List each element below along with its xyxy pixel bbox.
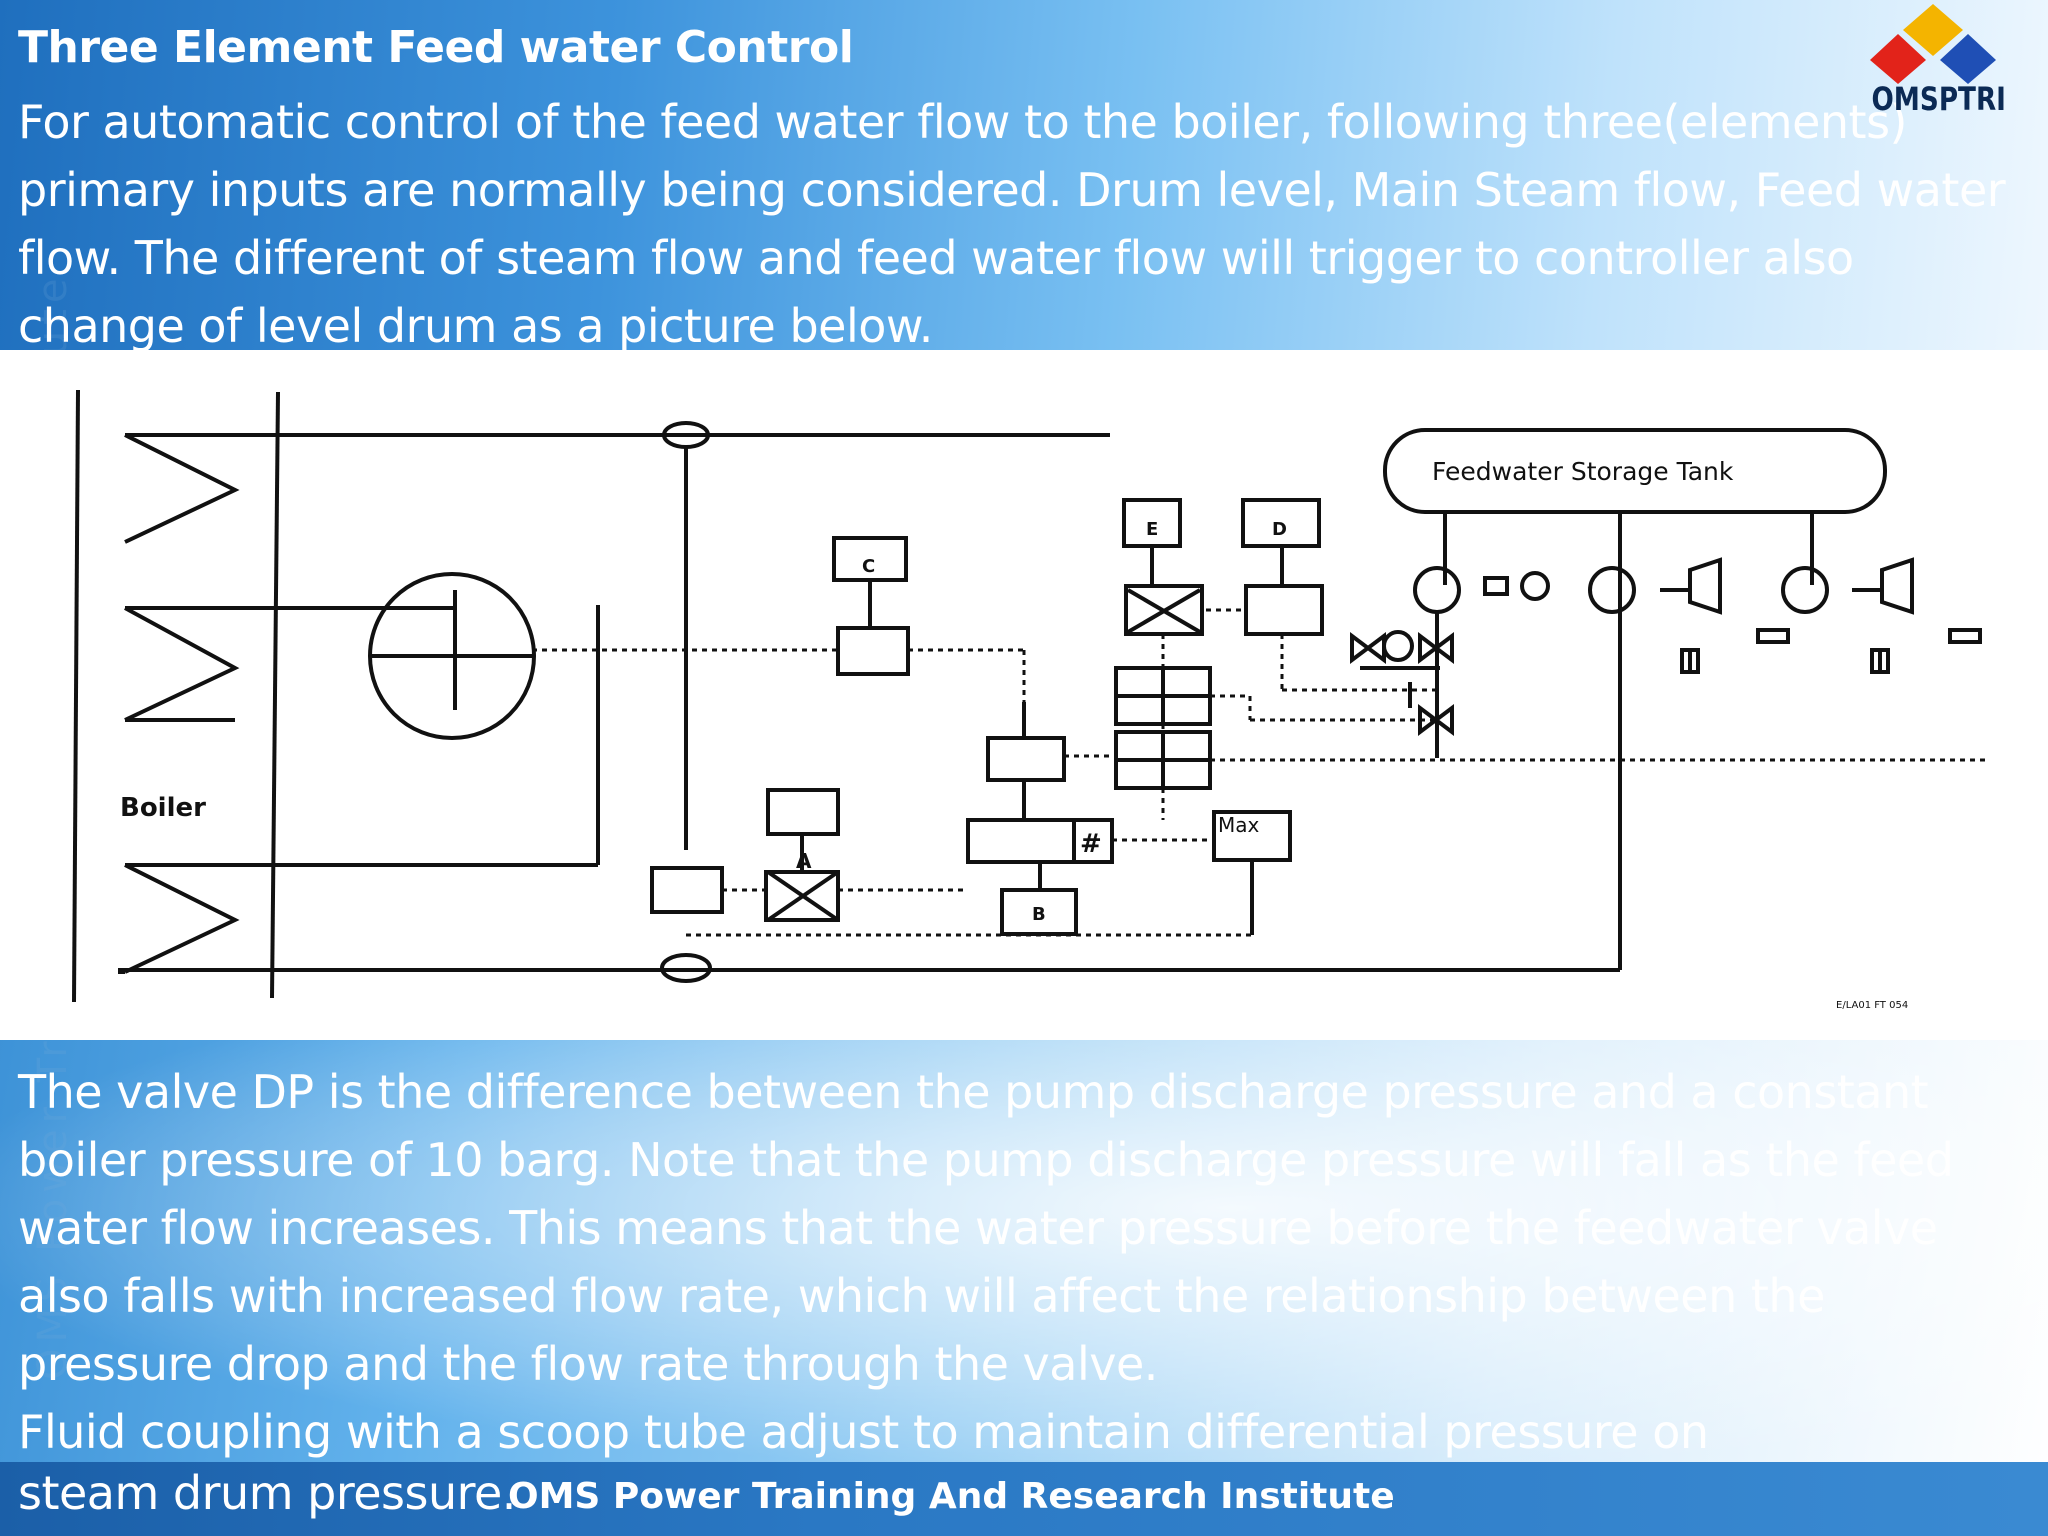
box-label-e: E [1146,519,1158,540]
ref-code: E/LA01 FT 054 [1836,1000,1908,1011]
body-line: pressure drop and the flow rate through … [18,1337,1158,1391]
boiler-label: Boiler [120,793,206,823]
control-schematic: Boiler Feedwater Storage Tank A B C D E … [72,389,1990,1011]
box-label-c: C [862,556,875,577]
hash-label: # [1080,829,1102,859]
slide-title: Three Element Feed water Control [18,22,854,73]
logo-diamond-icon [1870,4,1996,84]
body-line: Fluid coupling with a scoop tube adjust … [18,1405,1709,1459]
footer-bar [0,1462,2048,1536]
box-label-b: B [1032,904,1046,925]
header-band [0,0,2048,350]
body-paragraph: The valve DP is the difference between t… [18,1058,2028,1466]
tank-label: Feedwater Storage Tank [1432,457,1734,486]
footer-institute-name: OMS Power Training And Research Institut… [508,1476,1395,1517]
omsptri-logo: OMSPTRI [1858,4,2008,118]
intro-paragraph: For automatic control of the feed water … [18,95,2006,353]
logo-text: OMSPTRI [1871,80,2006,118]
body-line: water flow increases. This means that th… [18,1201,1938,1255]
feedwater-control-diagram: Boiler Feedwater Storage Tank A B C D E … [0,350,2048,1040]
body-line: boiler pressure of 10 barg. Note that th… [18,1133,1954,1187]
box-label-d: D [1272,519,1287,540]
body-line: also falls with increased flow rate, whi… [18,1269,1825,1323]
box-label-a: A [796,849,812,873]
max-label: Max [1218,813,1260,837]
body-line: The valve DP is the difference between t… [18,1065,1929,1119]
body-last-line: steam drum pressure. [18,1466,516,1520]
background-glow [0,1040,2048,1460]
